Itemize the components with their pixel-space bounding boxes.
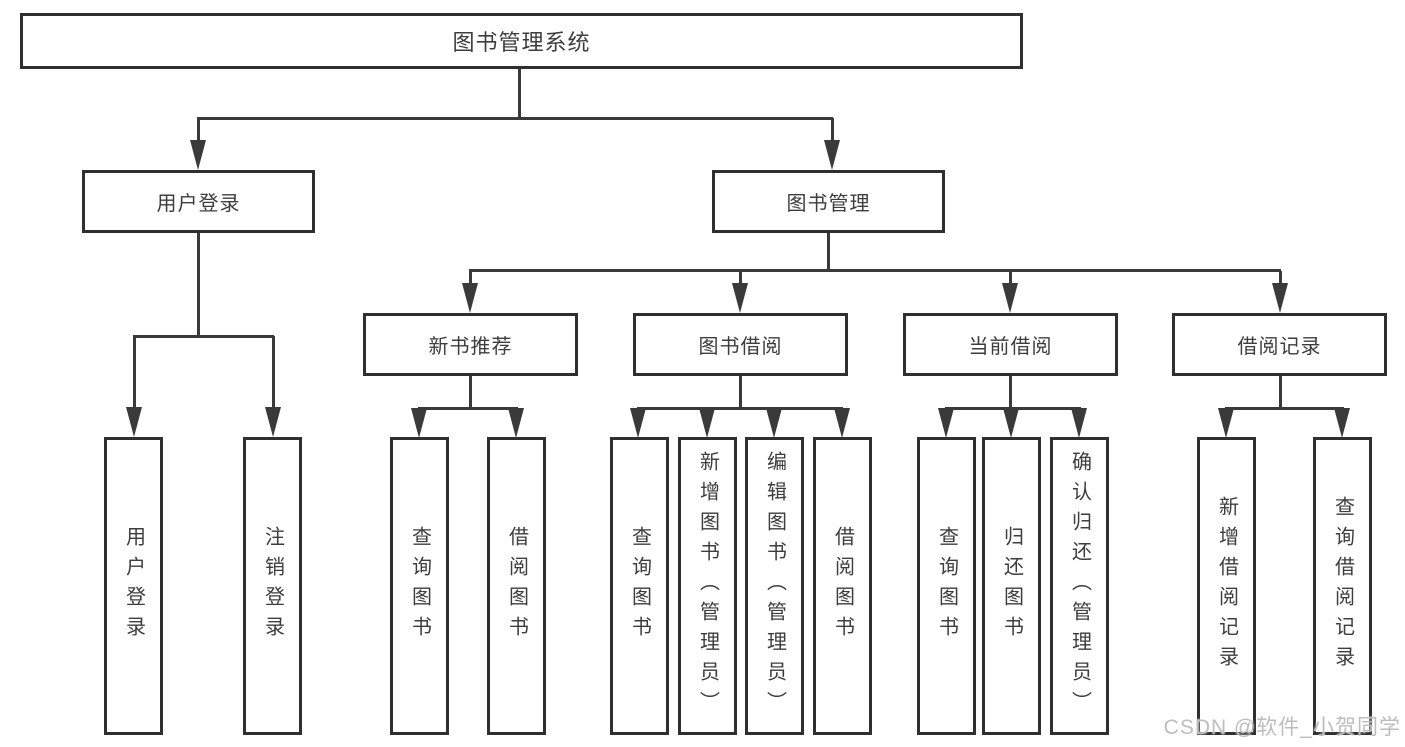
connector-line — [469, 269, 1281, 272]
connector-line — [637, 407, 843, 410]
leaf-logout: 注销登录 — [243, 437, 302, 735]
leaf-add-book-admin: 新增图书（管理员） — [678, 437, 737, 735]
node-library-management-system: 图书管理系统 — [20, 13, 1023, 69]
arrowhead-icon — [462, 283, 478, 313]
arrowhead-icon — [938, 408, 954, 438]
csdn-watermark: CSDN @软件_小贺同学 — [1163, 716, 1401, 739]
arrowhead-icon — [630, 408, 646, 438]
arrowhead-icon — [766, 408, 782, 438]
leaf-borrow-book-recommend: 借阅图书 — [487, 437, 546, 735]
connector-line — [1009, 271, 1012, 285]
node-current-borrow: 当前借阅 — [903, 313, 1118, 376]
arrowhead-icon — [1334, 408, 1350, 438]
arrowhead-icon — [508, 408, 524, 438]
arrowhead-icon — [732, 283, 748, 313]
leaf-confirm-return-admin: 确认归还（管理员） — [1050, 437, 1109, 735]
arrowhead-icon — [834, 408, 850, 438]
leaf-query-borrow-record: 查询借阅记录 — [1313, 437, 1372, 735]
leaf-query-book-recommend: 查询图书 — [390, 437, 449, 735]
connector-line — [1225, 407, 1344, 410]
connector-line — [197, 118, 200, 144]
connector-line — [739, 271, 742, 285]
connector-line — [197, 117, 833, 120]
leaf-return-book: 归还图书 — [982, 437, 1041, 735]
leaf-edit-book-admin: 编辑图书（管理员） — [745, 437, 804, 735]
connector-line — [1279, 376, 1282, 409]
arrowhead-icon — [126, 407, 142, 437]
arrowhead-icon — [265, 407, 281, 437]
arrowhead-icon — [1002, 283, 1018, 313]
leaf-borrow-book: 借阅图书 — [813, 437, 872, 735]
leaf-query-book-borrow: 查询图书 — [610, 437, 669, 735]
arrowhead-icon — [824, 140, 840, 170]
arrowhead-icon — [1071, 408, 1087, 438]
node-book-borrow: 图书借阅 — [633, 313, 848, 376]
arrowhead-icon — [190, 140, 206, 170]
node-book-management: 图书管理 — [712, 170, 945, 233]
arrowhead-icon — [411, 408, 427, 438]
connector-line — [827, 233, 830, 271]
connector-line — [831, 118, 834, 144]
arrowhead-icon — [1272, 283, 1288, 313]
connector-line — [518, 69, 521, 118]
connector-line — [739, 376, 742, 409]
arrowhead-icon — [1003, 408, 1019, 438]
leaf-user-login: 用户登录 — [104, 437, 163, 735]
arrowhead-icon — [1218, 408, 1234, 438]
node-user-login: 用户登录 — [82, 170, 315, 233]
connector-line — [469, 376, 472, 409]
connector-line — [272, 336, 275, 410]
connector-line — [133, 336, 136, 410]
leaf-add-borrow-record: 新增借阅记录 — [1197, 437, 1256, 735]
node-new-book-recommend: 新书推荐 — [363, 313, 578, 376]
connector-line — [197, 233, 200, 337]
arrowhead-icon — [699, 408, 715, 438]
leaf-query-book-current: 查询图书 — [917, 437, 976, 735]
connector-line — [469, 271, 472, 285]
connector-line — [1009, 376, 1012, 409]
connector-line — [1279, 271, 1282, 285]
connector-line — [133, 335, 274, 338]
node-borrow-records: 借阅记录 — [1172, 313, 1387, 376]
connector-line — [418, 407, 518, 410]
